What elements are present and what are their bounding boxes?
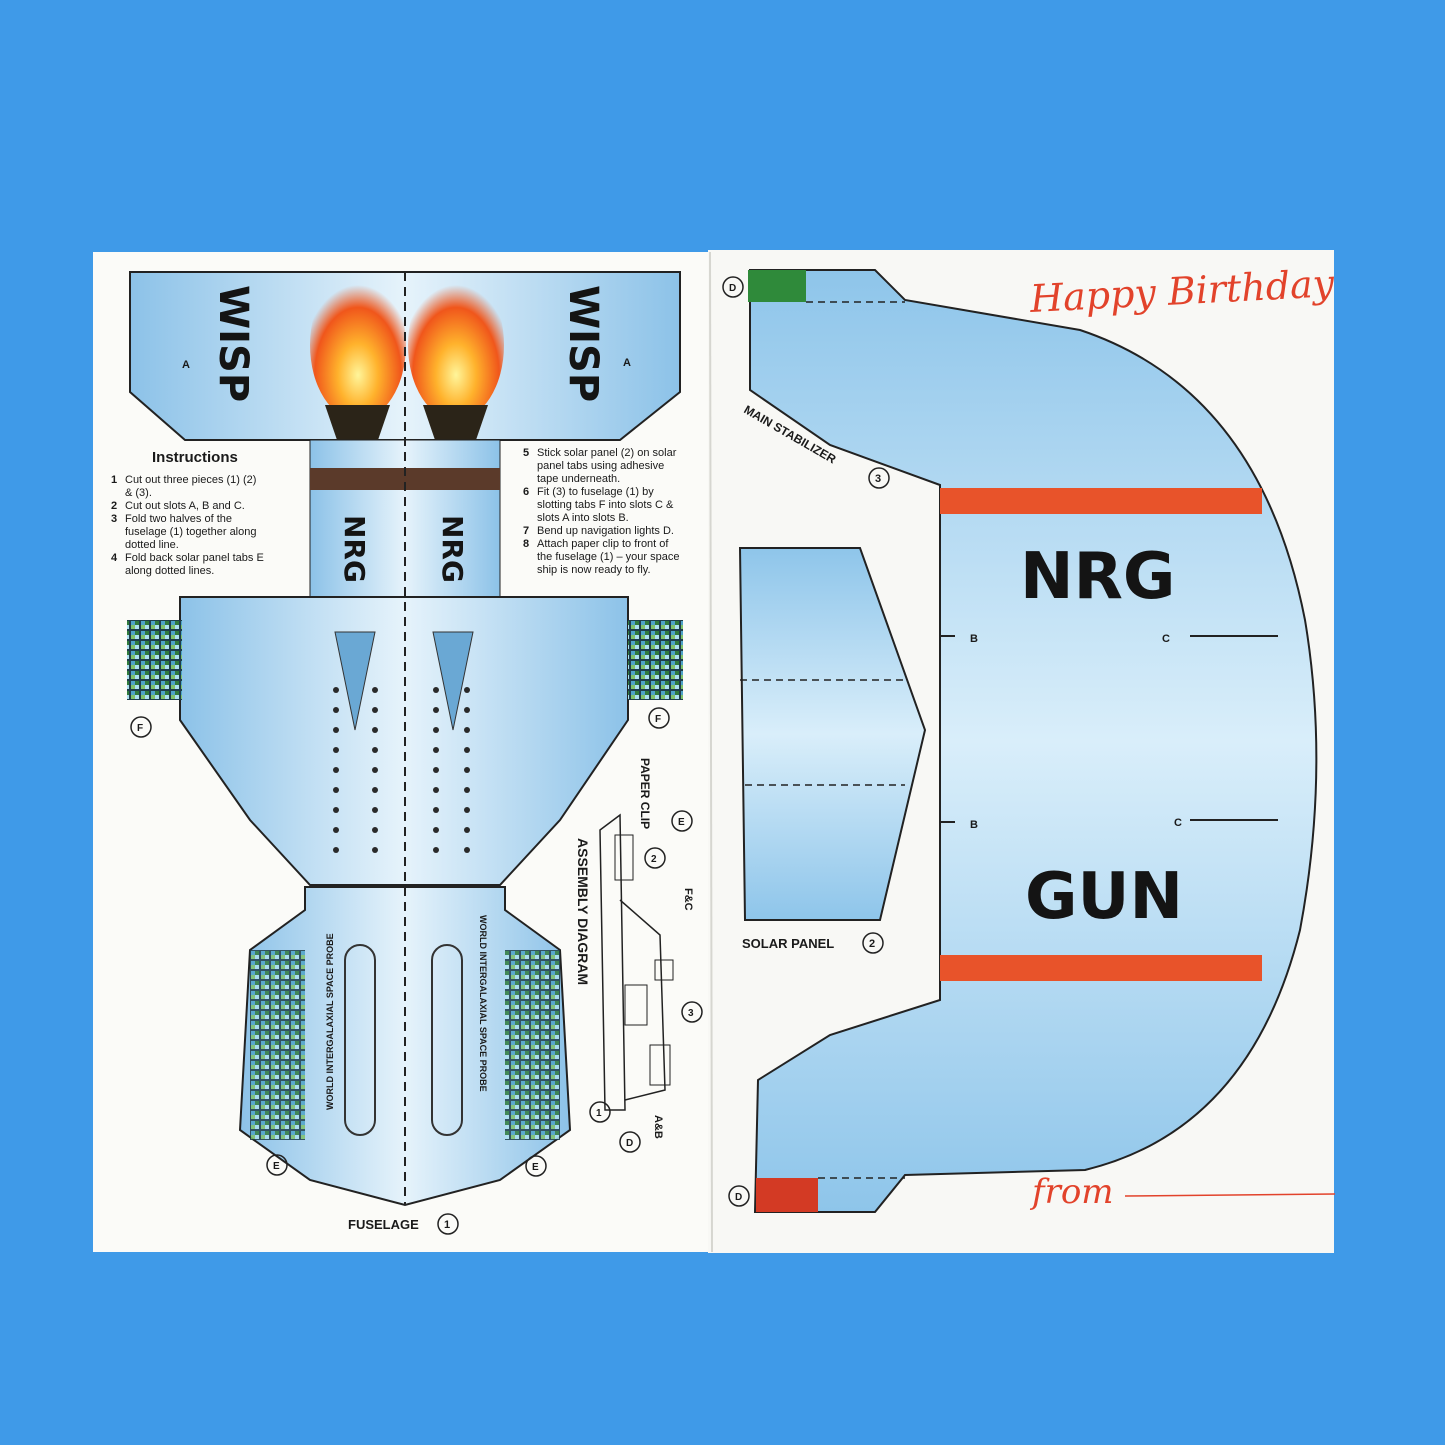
from-signature-line <box>1124 1193 1336 1197</box>
tab-e-right: E <box>525 1155 547 1177</box>
svg-text:5: 5 <box>523 447 529 459</box>
svg-text:along dotted lines.: along dotted lines. <box>125 565 214 577</box>
svg-text:dotted line.: dotted line. <box>125 539 179 551</box>
svg-text:3: 3 <box>688 1008 694 1019</box>
nav-light-d-bottom: D <box>728 1185 750 1207</box>
registration-bottom: GUN <box>1025 860 1183 934</box>
svg-text:F: F <box>655 714 661 725</box>
registration-left: NRG <box>338 515 371 583</box>
svg-text:D: D <box>735 1192 742 1203</box>
side-text-left: WORLD INTERGALAXIAL SPACE PROBE <box>325 933 335 1110</box>
svg-text:ship is now ready to fly.: ship is now ready to fly. <box>537 564 651 576</box>
svg-text:slotting tabs F into slots C &: slotting tabs F into slots C & <box>537 499 674 511</box>
registration-right: NRG <box>436 515 469 583</box>
svg-text:the fuselage (1) – your space: the fuselage (1) – your space <box>537 551 679 563</box>
wisp-logo-left: WISP <box>210 285 256 402</box>
svg-text:6: 6 <box>523 486 529 498</box>
svg-text:Fold back solar panel tabs E: Fold back solar panel tabs E <box>125 552 264 564</box>
fuselage-part <box>127 270 683 1207</box>
slot-a-left: A <box>182 359 190 371</box>
solar-panel-label: SOLAR PANEL <box>742 936 834 951</box>
fuselage-number: 1 <box>444 1219 450 1231</box>
svg-text:panel tabs using adhesive: panel tabs using adhesive <box>537 460 664 472</box>
assembly-title: ASSEMBLY DIAGRAM <box>575 838 591 985</box>
svg-text:Fit (3) to fuselage (1) by: Fit (3) to fuselage (1) by <box>537 486 654 498</box>
slot-b-bottom: B <box>970 819 978 831</box>
svg-text:Fold two halves of the: Fold two halves of the <box>125 513 232 525</box>
card-fold <box>709 251 713 1253</box>
slot-a-right: A <box>623 357 631 369</box>
svg-text:1: 1 <box>596 1108 602 1119</box>
slot-c-top: C <box>1162 633 1170 645</box>
svg-text:E: E <box>532 1162 539 1173</box>
tab-f-right: F <box>648 707 670 729</box>
svg-text:8: 8 <box>523 538 529 550</box>
solar-panel-part <box>738 547 927 921</box>
paper-clip-label: PAPER CLIP <box>638 758 652 829</box>
solar-panel-number: 2 <box>869 938 875 950</box>
svg-text:3: 3 <box>111 513 117 525</box>
svg-text:fuselage (1) together along: fuselage (1) together along <box>125 526 256 538</box>
svg-text:E: E <box>678 817 685 828</box>
svg-text:2: 2 <box>651 854 657 865</box>
svg-text:E: E <box>273 1161 280 1172</box>
svg-text:Cut out three pieces (1) (2): Cut out three pieces (1) (2) <box>125 474 256 486</box>
svg-text:2: 2 <box>111 500 117 512</box>
instructions-steps-left: 1 Cut out three pieces (1) (2) & (3). 2 … <box>111 474 264 577</box>
slot-c-bottom: C <box>1174 817 1182 829</box>
tab-f-left: F <box>130 716 152 738</box>
svg-text:Stick solar panel (2) on solar: Stick solar panel (2) on solar <box>537 447 677 459</box>
assembly-diagram: E 2 F&C 3 A&B D 1 <box>589 810 703 1153</box>
nav-light-d-top: D <box>722 276 744 298</box>
svg-text:Cut out slots A, B and C.: Cut out slots A, B and C. <box>125 500 245 512</box>
svg-text:slots A into slots B.: slots A into slots B. <box>537 512 629 524</box>
svg-text:F&C: F&C <box>682 888 694 911</box>
instructions-title: Instructions <box>152 449 238 466</box>
side-text-right: WORLD INTERGALAXIAL SPACE PROBE <box>478 915 488 1092</box>
svg-text:Attach paper clip to front of: Attach paper clip to front of <box>537 538 669 550</box>
main-stabilizer-part <box>748 269 1318 1213</box>
registration-top: NRG <box>1020 540 1175 614</box>
from-label: from <box>1029 1172 1114 1212</box>
svg-text:& (3).: & (3). <box>125 487 152 499</box>
slot-b-top: B <box>970 633 978 645</box>
svg-text:Bend up navigation lights D.: Bend up navigation lights D. <box>537 525 674 537</box>
svg-text:D: D <box>626 1138 633 1149</box>
instructions-steps-right: 5 Stick solar panel (2) on solar panel t… <box>523 447 679 576</box>
svg-text:A&B: A&B <box>652 1115 664 1139</box>
tab-e-left: E <box>266 1154 288 1176</box>
svg-text:tape underneath.: tape underneath. <box>537 473 620 485</box>
svg-text:4: 4 <box>111 552 118 564</box>
svg-text:F: F <box>137 723 143 734</box>
svg-text:D: D <box>729 283 736 294</box>
svg-text:1: 1 <box>111 474 117 486</box>
svg-text:7: 7 <box>523 525 529 537</box>
wisp-logo-right: WISP <box>560 285 606 402</box>
fuselage-label: FUSELAGE <box>348 1217 419 1232</box>
main-stabilizer-number: 3 <box>875 473 881 485</box>
